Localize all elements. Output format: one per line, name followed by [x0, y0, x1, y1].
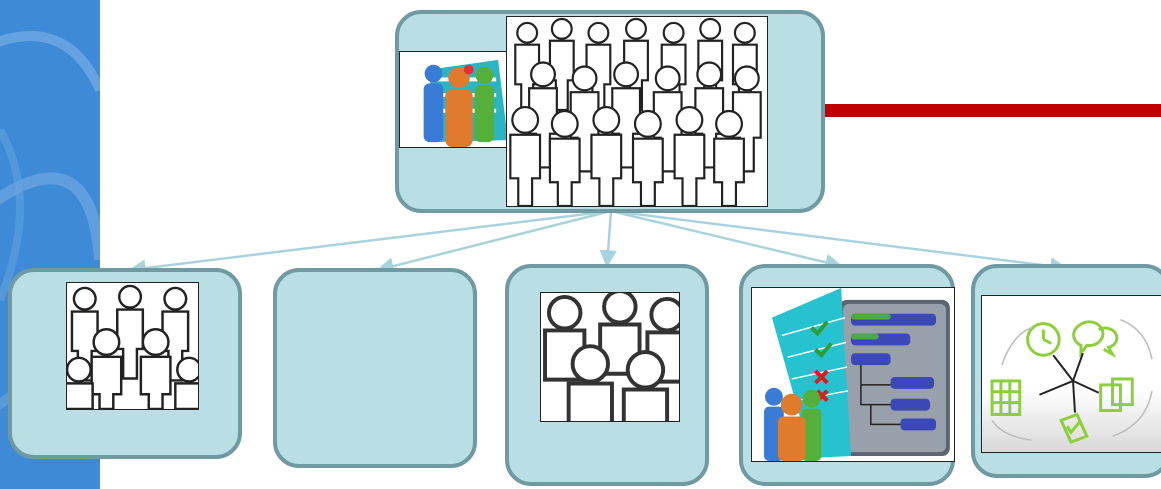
crowd-closeup-image [540, 292, 680, 422]
workflow-cycle-image [981, 295, 1161, 453]
child-node-5 [971, 264, 1161, 478]
child-node-4 [739, 264, 955, 486]
connector-arrow-5 [610, 209, 1068, 275]
connector-arrow-1 [128, 209, 612, 277]
crowd-outline-image [66, 282, 199, 410]
connector-arrow-4 [610, 209, 843, 271]
red-connector-bar [823, 104, 1161, 117]
people-group-gantt-image [399, 51, 511, 148]
root-node [395, 10, 825, 213]
connector-arrow-2 [376, 209, 612, 275]
child-node-3 [505, 264, 709, 486]
connector-arrow-3 [599, 210, 617, 268]
gantt-chart-team-image [751, 287, 955, 462]
child-node-1 [8, 268, 242, 459]
child-node-2 [273, 268, 477, 468]
crowd-outline-image [506, 16, 768, 207]
